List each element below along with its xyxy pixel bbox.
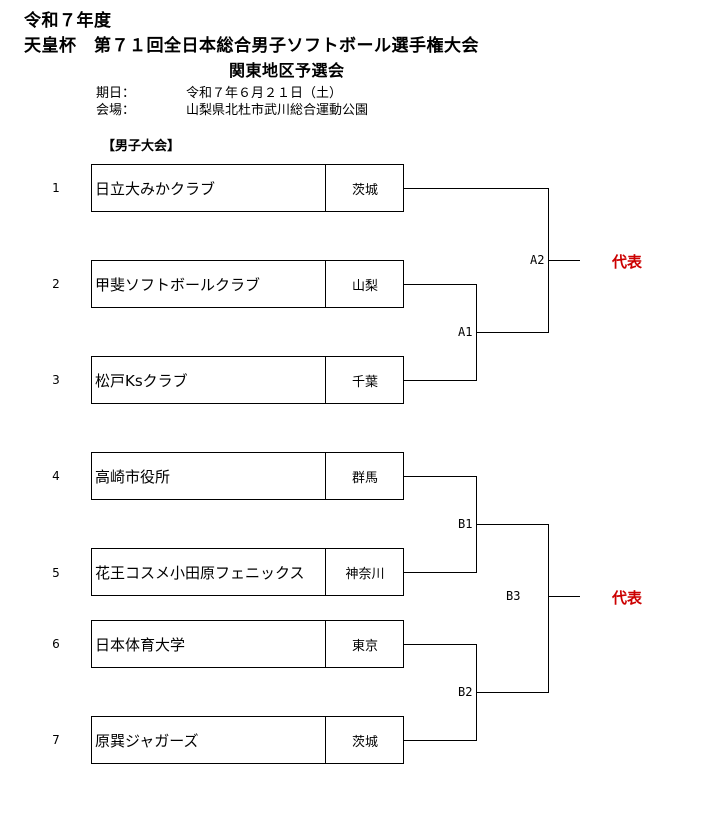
seed-number: 7 xyxy=(52,733,60,747)
seed-number: 5 xyxy=(52,566,60,580)
team-name: 甲斐ソフトボールクラブ xyxy=(95,275,261,294)
venue-row: 会場： 山梨県北杜市武川総合運動公園 xyxy=(96,99,368,118)
tournament-subtitle: 関東地区予選会 xyxy=(229,61,345,80)
date-row: 期日： 令和７年６月２１日（土） xyxy=(96,82,342,101)
team-prefecture: 千葉 xyxy=(351,374,378,390)
team-box: 日本体育大学 東京 xyxy=(91,620,404,668)
team-name: 原巽ジャガーズ xyxy=(95,731,199,750)
venue-label: 会場： xyxy=(96,103,136,118)
bracket-line xyxy=(404,644,476,645)
team-prefecture: 茨城 xyxy=(351,182,378,198)
team-name: 松戸Ksクラブ xyxy=(95,371,188,390)
match-label-b1: B1 xyxy=(458,517,473,531)
divider xyxy=(325,549,326,595)
date-label: 期日： xyxy=(96,86,136,101)
bracket-line xyxy=(404,572,476,573)
team-prefecture: 神奈川 xyxy=(345,566,385,582)
match-label-a2: A2 xyxy=(530,253,545,267)
seed-number: 6 xyxy=(52,637,60,651)
bracket-line xyxy=(476,332,548,333)
team-name: 高崎市役所 xyxy=(95,467,171,486)
team-name: 日本体育大学 xyxy=(95,635,186,654)
bracket-line xyxy=(476,524,548,525)
divider xyxy=(325,165,326,211)
bracket-line xyxy=(404,188,548,189)
seed-number: 4 xyxy=(52,469,60,483)
bracket-line xyxy=(548,524,549,693)
team-prefecture: 茨城 xyxy=(351,734,378,750)
match-label-b3: B3 xyxy=(506,589,521,603)
representative-label: 代表 xyxy=(612,253,643,271)
bracket-line xyxy=(404,740,476,741)
seed-number: 3 xyxy=(52,373,60,387)
match-label-a1: A1 xyxy=(458,325,473,339)
team-box: 高崎市役所 群馬 xyxy=(91,452,404,500)
representative-label: 代表 xyxy=(612,589,643,607)
team-box: 日立大みかクラブ 茨城 xyxy=(91,164,404,212)
team-prefecture: 東京 xyxy=(351,638,378,654)
team-box: 松戸Ksクラブ 千葉 xyxy=(91,356,404,404)
bracket-line xyxy=(404,476,476,477)
bracket-line xyxy=(404,284,476,285)
seed-number: 2 xyxy=(52,277,60,291)
bracket-line xyxy=(476,692,548,693)
bracket-line xyxy=(548,596,580,597)
tournament-title: 天皇杯 第７１回全日本総合男子ソフトボール選手権大会 xyxy=(24,36,479,56)
match-label-b2: B2 xyxy=(458,685,473,699)
section-label: 【男子大会】 xyxy=(102,139,181,154)
divider xyxy=(325,717,326,763)
seed-number: 1 xyxy=(52,181,60,195)
year-heading: 令和７年度 xyxy=(24,11,112,31)
date-value: 令和７年６月２１日（土） xyxy=(186,86,343,101)
team-prefecture: 山梨 xyxy=(351,278,378,294)
team-box: 原巽ジャガーズ 茨城 xyxy=(91,716,404,764)
team-prefecture: 群馬 xyxy=(351,470,378,486)
divider xyxy=(325,357,326,403)
divider xyxy=(325,453,326,499)
team-name: 日立大みかクラブ xyxy=(95,179,216,198)
team-box: 花王コスメ小田原フェニックス 神奈川 xyxy=(91,548,404,596)
bracket-line xyxy=(404,380,476,381)
bracket-line xyxy=(548,260,580,261)
venue-value: 山梨県北杜市武川総合運動公園 xyxy=(186,103,369,118)
divider xyxy=(325,261,326,307)
divider xyxy=(325,621,326,667)
team-name: 花王コスメ小田原フェニックス xyxy=(95,563,305,582)
team-box: 甲斐ソフトボールクラブ 山梨 xyxy=(91,260,404,308)
